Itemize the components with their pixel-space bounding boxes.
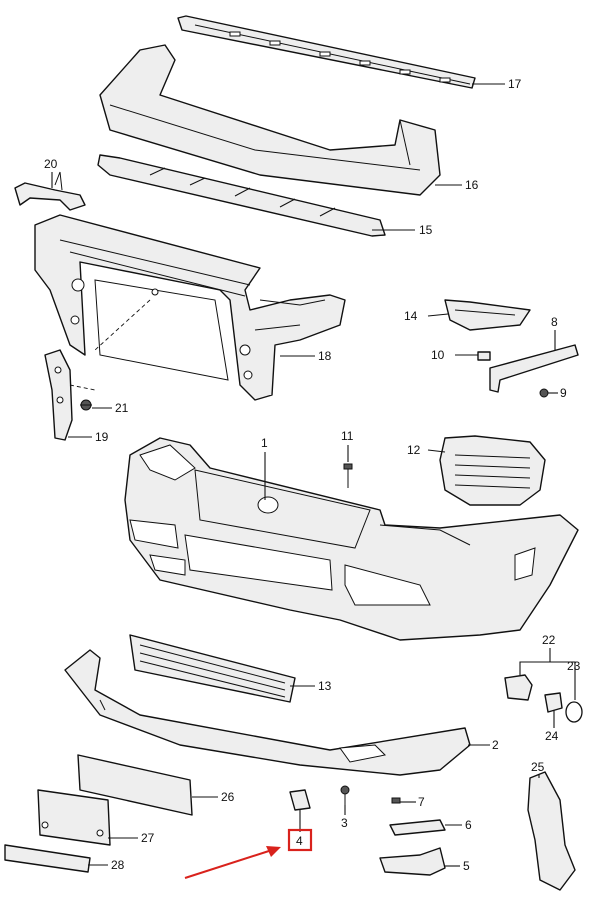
part-1-bumper-cover [124, 437, 579, 641]
callout-27: 27 [141, 831, 155, 845]
part-5-lower-bracket [379, 847, 446, 876]
part-4-cap [289, 789, 311, 811]
part-14-grille-insert [444, 299, 531, 331]
callout-24: 24 [545, 729, 559, 743]
callout-7: 7 [418, 795, 425, 809]
part-6-bracket [389, 819, 446, 836]
callout-14: 14 [404, 309, 418, 323]
highlight-arrow [184, 846, 281, 879]
part-2-lower-spoiler [64, 649, 471, 776]
callout-28: 28 [111, 858, 125, 872]
part-16-upper-cover [99, 44, 441, 196]
part-27-plate [37, 789, 111, 846]
callout-labels: 1 2 3 4 5 6 7 8 9 10 11 12 13 14 15 16 1… [44, 77, 581, 873]
part-19-side-bracket [44, 349, 96, 441]
part-13-center-grille [129, 634, 296, 703]
callout-21: 21 [115, 401, 129, 415]
callout-3: 3 [341, 816, 348, 830]
callout-22: 22 [542, 633, 556, 647]
part-25-side-panel [527, 771, 576, 891]
part-21-screw [80, 399, 92, 411]
callout-9: 9 [560, 386, 567, 400]
part-20-bracket [14, 171, 86, 211]
part-8-bracket [489, 344, 579, 393]
callout-10: 10 [431, 348, 445, 362]
part-12-side-grille [439, 435, 546, 506]
part-22-sensor-set [504, 674, 583, 723]
callout-13: 13 [318, 679, 332, 693]
callout-4: 4 [296, 834, 303, 848]
callout-25: 25 [531, 760, 545, 774]
callout-2: 2 [492, 738, 499, 752]
callout-6: 6 [465, 818, 472, 832]
callout-19: 19 [95, 430, 109, 444]
part-15-lower-panel [97, 154, 386, 237]
part-7-bolt [391, 797, 401, 804]
callout-17: 17 [508, 77, 522, 91]
callout-11: 11 [341, 429, 354, 443]
part-9-screw [539, 388, 549, 398]
callout-18: 18 [318, 349, 332, 363]
callout-23: 23 [567, 659, 581, 673]
part-11-bolt [343, 463, 353, 488]
callout-12: 12 [407, 443, 421, 457]
part-28-bracket [4, 844, 91, 873]
callout-1: 1 [261, 436, 268, 450]
callout-8: 8 [551, 315, 558, 329]
highlight-box [287, 828, 313, 852]
callout-16: 16 [465, 178, 479, 192]
part-26-plate-holder [77, 754, 193, 816]
part-18-front-carrier [34, 214, 346, 401]
part-10-clip [477, 351, 491, 361]
callout-26: 26 [221, 790, 235, 804]
part-17-mounting-rail [177, 15, 476, 89]
callout-5: 5 [463, 859, 470, 873]
part-3-screw [340, 785, 350, 805]
callout-20: 20 [44, 157, 58, 171]
callout-15: 15 [419, 223, 433, 237]
leader-lines [51, 83, 576, 867]
